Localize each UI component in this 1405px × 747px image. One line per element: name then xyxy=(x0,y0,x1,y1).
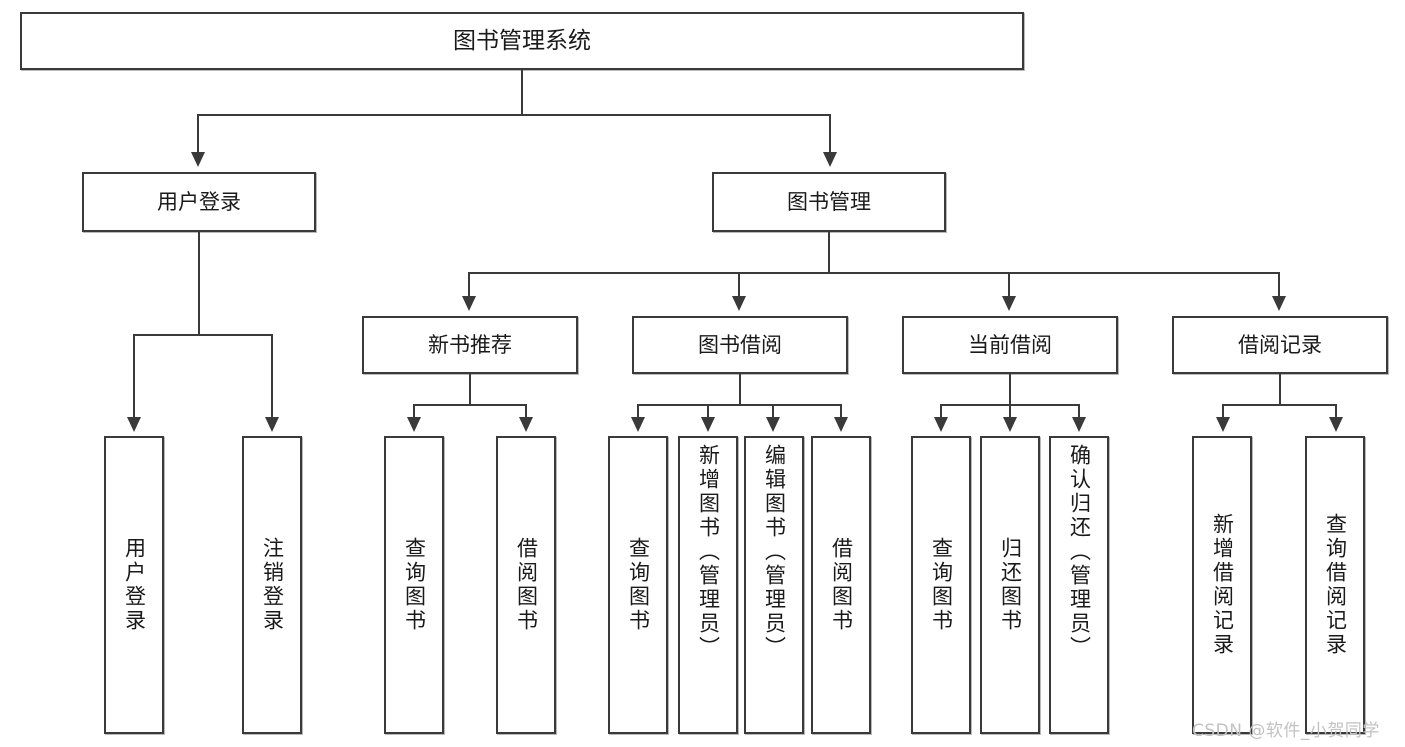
arrow-to-leaf-add-record xyxy=(1216,417,1230,432)
arrow-to-book-borrow xyxy=(732,296,746,311)
arrow-to-leaf-query-book-1 xyxy=(407,417,421,432)
connector-book-borrow-c3 xyxy=(772,404,774,418)
connector-new-book-right xyxy=(525,404,527,418)
connector-borrow-record-bar xyxy=(1222,404,1337,406)
arrow-to-leaf-confirm-return xyxy=(1072,417,1086,432)
connector-book-borrow-bar xyxy=(637,404,842,406)
leaf-borrow-book-recommend[interactable]: 借阅图书 xyxy=(496,436,556,734)
node-label: 借阅图书 xyxy=(829,537,854,633)
arrow-to-leaf-borrow-book-2 xyxy=(834,417,848,432)
arrow-to-leaf-add-book xyxy=(701,417,715,432)
leaf-query-book-current[interactable]: 查询图书 xyxy=(911,436,971,734)
node-label: 编辑图书（管理员） xyxy=(762,444,787,660)
connector-to-new-book-recommend xyxy=(468,272,470,297)
connector-current-borrow-c2 xyxy=(1009,404,1011,418)
leaf-query-book-recommend[interactable]: 查询图书 xyxy=(384,436,444,734)
connector-user-login-stem xyxy=(198,232,200,335)
leaf-logout[interactable]: 注销登录 xyxy=(242,436,302,734)
node-new-book-recommend[interactable]: 新书推荐 xyxy=(362,316,578,374)
node-label: 归还图书 xyxy=(998,537,1023,633)
arrow-to-leaf-query-book-2 xyxy=(631,417,645,432)
arrow-to-leaf-user-login xyxy=(127,417,141,432)
arrow-to-current-borrow xyxy=(1002,296,1016,311)
connector-current-borrow-stem xyxy=(1009,374,1011,405)
connector-borrow-record-right xyxy=(1335,404,1337,418)
arrow-to-leaf-query-book-3 xyxy=(934,417,948,432)
connector-user-login-bar xyxy=(133,334,272,336)
node-label: 图书管理系统 xyxy=(453,27,591,54)
node-label: 当前借阅 xyxy=(968,332,1052,357)
connector-to-book-borrow xyxy=(738,272,740,297)
connector-book-borrow-c2 xyxy=(707,404,709,418)
node-label: 借阅记录 xyxy=(1238,332,1322,357)
node-borrow-record[interactable]: 借阅记录 xyxy=(1172,316,1388,374)
connector-root-stem xyxy=(521,70,523,115)
connector-new-book-bar xyxy=(413,404,527,406)
node-label: 图书管理 xyxy=(787,189,871,214)
leaf-confirm-return-admin[interactable]: 确认归还（管理员） xyxy=(1049,436,1109,734)
node-label: 注销登录 xyxy=(260,537,285,633)
connector-book-borrow-stem xyxy=(739,374,741,405)
node-user-login[interactable]: 用户登录 xyxy=(82,172,316,232)
arrow-to-user-login xyxy=(191,152,205,167)
node-label: 用户登录 xyxy=(157,189,241,214)
connector-book-mgmt-bar xyxy=(468,272,1280,274)
node-label: 查询图书 xyxy=(626,537,651,633)
leaf-return-book[interactable]: 归还图书 xyxy=(980,436,1040,734)
connector-book-borrow-c1 xyxy=(637,404,639,418)
connector-root-to-book-mgmt xyxy=(829,114,831,153)
node-label: 新增借阅记录 xyxy=(1210,513,1235,657)
node-label: 查询图书 xyxy=(402,537,427,633)
arrow-to-leaf-query-record xyxy=(1329,417,1343,432)
leaf-add-borrow-record[interactable]: 新增借阅记录 xyxy=(1192,436,1252,734)
leaf-query-book-borrow[interactable]: 查询图书 xyxy=(608,436,668,734)
connector-current-borrow-c1 xyxy=(940,404,942,418)
connector-borrow-record-stem xyxy=(1279,374,1281,405)
node-label: 借阅图书 xyxy=(514,537,539,633)
arrow-to-leaf-borrow-book-1 xyxy=(519,417,533,432)
node-current-borrow[interactable]: 当前借阅 xyxy=(902,316,1118,374)
arrow-to-leaf-edit-book xyxy=(766,417,780,432)
node-label: 新增图书（管理员） xyxy=(696,444,721,660)
connector-root-to-user-login xyxy=(197,114,199,153)
node-label: 确认归还（管理员） xyxy=(1067,444,1092,660)
connector-current-borrow-c3 xyxy=(1078,404,1080,418)
leaf-edit-book-admin[interactable]: 编辑图书（管理员） xyxy=(744,436,804,734)
connector-new-book-stem xyxy=(469,374,471,405)
connector-root-bar xyxy=(197,114,831,116)
node-label: 图书借阅 xyxy=(698,332,782,357)
watermark-text: CSDN @软件_小贺同学 xyxy=(1192,721,1380,741)
arrow-to-new-book-recommend xyxy=(462,296,476,311)
arrow-to-book-mgmt xyxy=(823,152,837,167)
leaf-user-login[interactable]: 用户登录 xyxy=(104,436,164,734)
arrow-to-leaf-logout xyxy=(265,417,279,432)
connector-borrow-record-left xyxy=(1222,404,1224,418)
connector-to-current-borrow xyxy=(1008,272,1010,297)
connector-user-login-right xyxy=(271,334,273,418)
connector-new-book-left xyxy=(413,404,415,418)
connector-to-borrow-record xyxy=(1278,272,1280,297)
connector-book-borrow-c4 xyxy=(840,404,842,418)
node-label: 查询图书 xyxy=(929,537,954,633)
arrow-to-leaf-return-book xyxy=(1003,417,1017,432)
node-book-borrow[interactable]: 图书借阅 xyxy=(632,316,848,374)
connector-user-login-left xyxy=(133,334,135,418)
node-root-system[interactable]: 图书管理系统 xyxy=(20,12,1024,70)
connector-book-mgmt-stem xyxy=(828,232,830,273)
arrow-to-borrow-record xyxy=(1272,296,1286,311)
node-label: 用户登录 xyxy=(122,537,147,633)
node-label: 查询借阅记录 xyxy=(1323,513,1348,657)
node-label: 新书推荐 xyxy=(428,332,512,357)
leaf-borrow-book[interactable]: 借阅图书 xyxy=(811,436,871,734)
node-book-management[interactable]: 图书管理 xyxy=(712,172,946,232)
leaf-add-book-admin[interactable]: 新增图书（管理员） xyxy=(678,436,738,734)
leaf-query-borrow-record[interactable]: 查询借阅记录 xyxy=(1305,436,1365,734)
